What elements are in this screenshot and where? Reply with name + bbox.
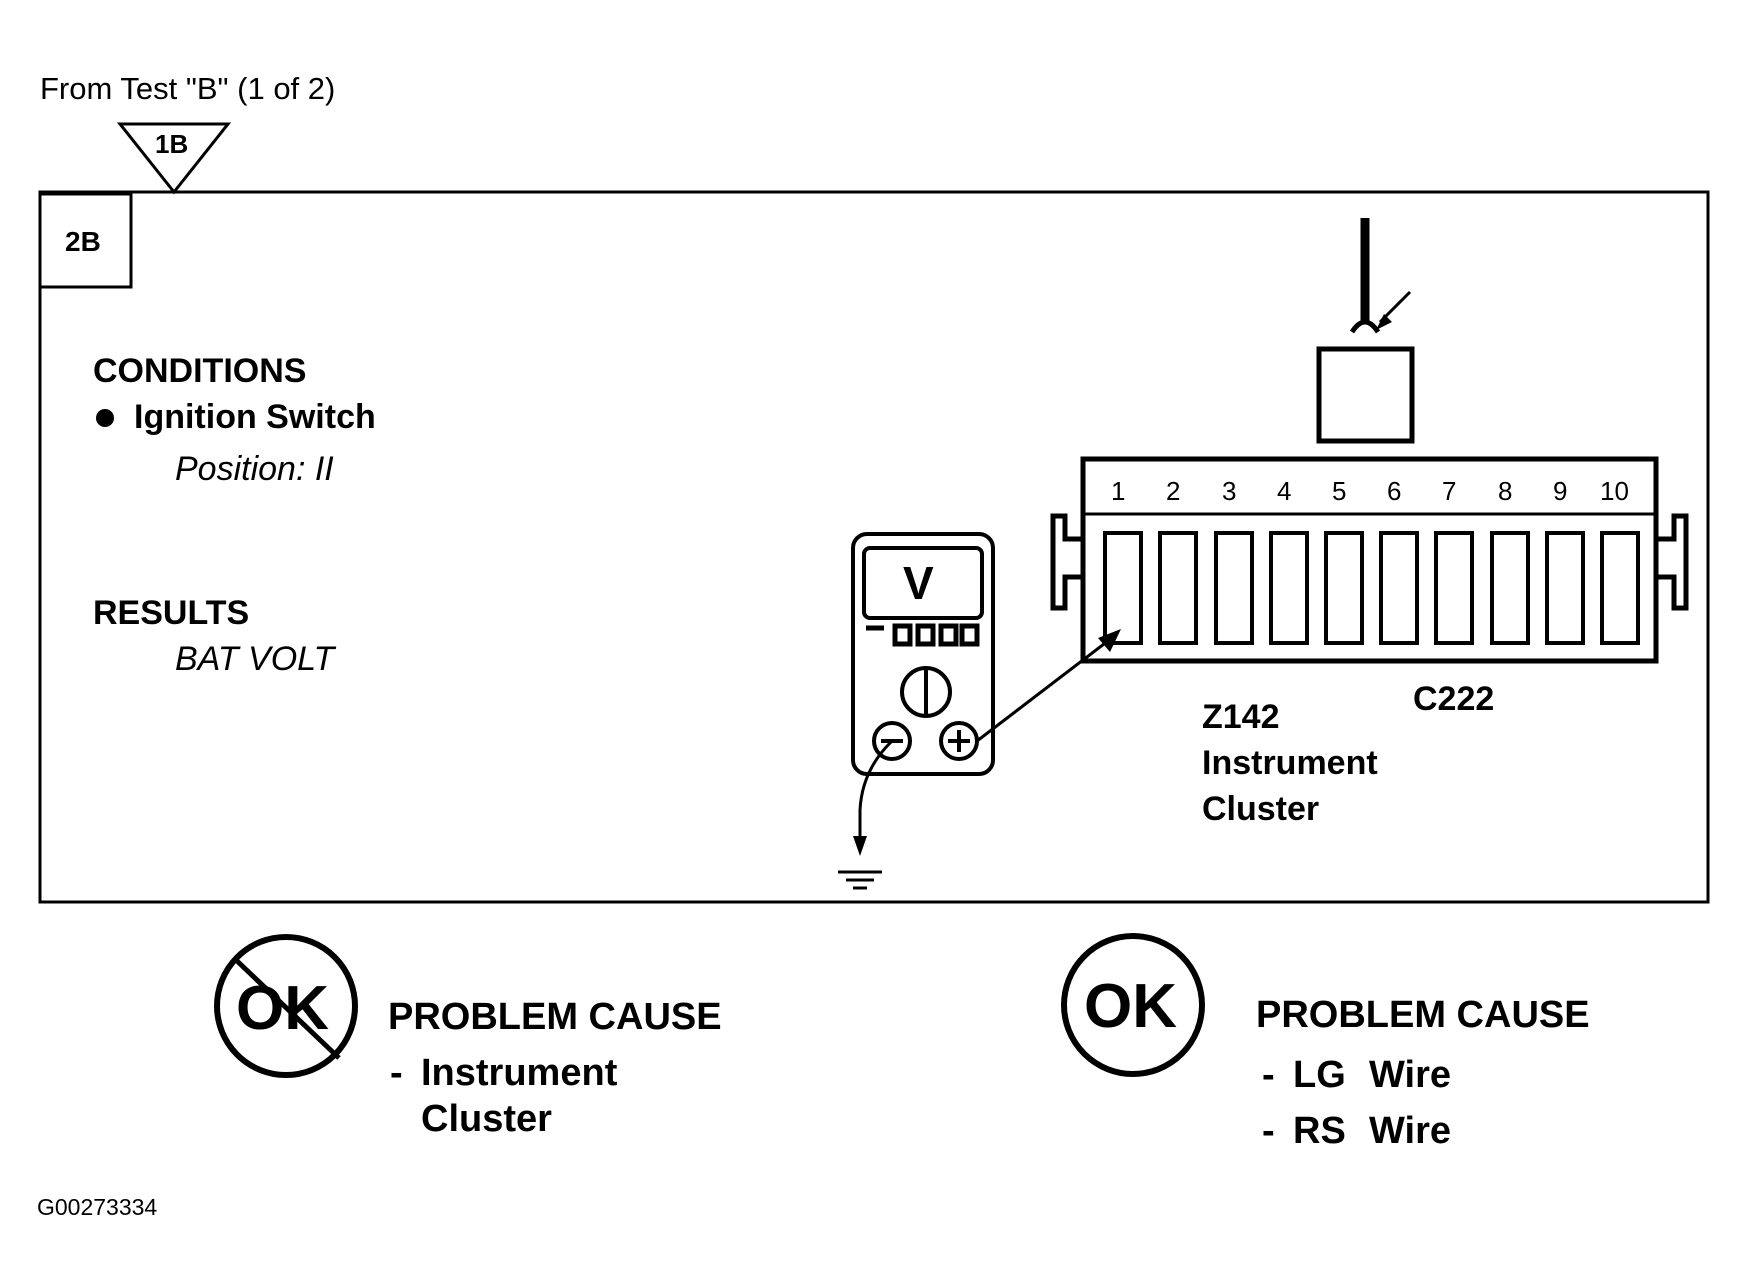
conditions-heading: CONDITIONS xyxy=(93,352,307,390)
test-frame xyxy=(38,190,1710,904)
ok-cause-wire-label: Wire xyxy=(1369,1054,1452,1096)
not-ok-dash: - xyxy=(390,1052,403,1094)
entry-triangle-marker xyxy=(116,122,232,195)
not-ok-symbol-text: OK xyxy=(236,974,329,1043)
ok-cause-dash: - xyxy=(1262,1110,1275,1152)
pin-number: 4 xyxy=(1277,476,1292,506)
pin-number: 7 xyxy=(1442,476,1457,506)
pin-number: 3 xyxy=(1222,476,1237,506)
step-label: 2B xyxy=(65,226,101,257)
pin-number: 2 xyxy=(1166,476,1181,506)
not-ok-circle-icon xyxy=(214,934,358,1078)
ok-cause-dash: - xyxy=(1262,1054,1275,1096)
conditions-detail-text: Position: II xyxy=(175,450,334,488)
figure-id: G00273334 xyxy=(37,1194,158,1220)
conditions-bullet-text: Ignition Switch xyxy=(134,398,376,436)
connector-c222 xyxy=(1050,456,1689,664)
step-box xyxy=(38,192,133,289)
pin-number: 9 xyxy=(1553,476,1568,506)
ok-cause-wire-code: RS xyxy=(1293,1110,1346,1152)
meter-display-v: V xyxy=(903,557,934,609)
ground-icon xyxy=(838,870,882,890)
pin-number: 5 xyxy=(1332,476,1347,506)
ok-problem-heading: PROBLEM CAUSE xyxy=(1256,994,1590,1036)
multimeter-icon xyxy=(851,532,995,776)
ok-circle-icon xyxy=(1061,933,1205,1077)
ok-symbol-text: OK xyxy=(1084,972,1177,1041)
not-ok-slash-icon xyxy=(234,958,341,1060)
pin-number: 10 xyxy=(1600,476,1629,506)
pin-number: 6 xyxy=(1387,476,1402,506)
entry-marker-label: 1B xyxy=(155,129,189,159)
results-value: BAT VOLT xyxy=(175,640,335,678)
pin-number: 8 xyxy=(1498,476,1513,506)
positive-test-lead xyxy=(976,632,1118,743)
connector-id-label: C222 xyxy=(1413,680,1495,718)
pin-number: 1 xyxy=(1111,476,1126,506)
not-ok-cause-line2: Cluster xyxy=(421,1098,552,1140)
ok-cause-wire-label: Wire xyxy=(1369,1110,1452,1152)
component-code-label: Z142 xyxy=(1202,698,1280,736)
not-ok-cause-line1: Instrument xyxy=(421,1052,618,1094)
not-ok-problem-heading: PROBLEM CAUSE xyxy=(388,996,722,1038)
results-heading: RESULTS xyxy=(93,594,250,632)
from-test-label: From Test "B" (1 of 2) xyxy=(40,71,336,106)
bullet-icon xyxy=(96,409,114,427)
back-probe-icon xyxy=(1349,218,1412,334)
instrument-cluster-block xyxy=(1316,346,1415,444)
negative-test-lead xyxy=(858,739,894,844)
ok-cause-wire-code: LG xyxy=(1293,1054,1346,1096)
lead-arrow-icon xyxy=(1098,629,1121,652)
component-name-line1: Instrument xyxy=(1202,744,1378,782)
component-name-line2: Cluster xyxy=(1202,790,1320,828)
lead-arrow-icon xyxy=(853,836,867,856)
